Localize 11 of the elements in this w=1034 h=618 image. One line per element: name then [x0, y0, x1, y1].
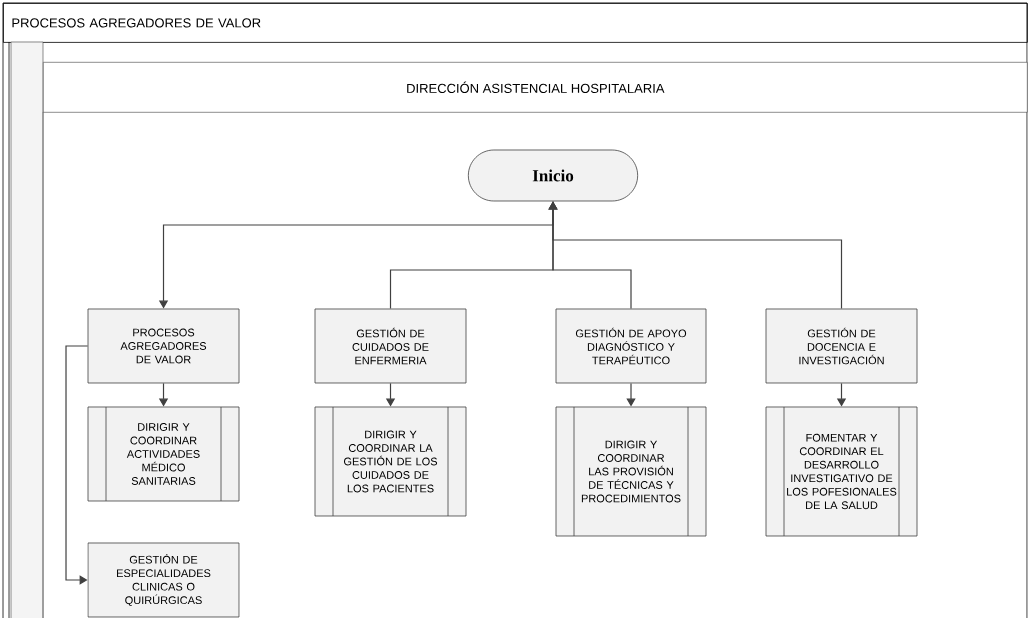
subprocess-box: FOMENTAR Y COORDINAR EL DESARROLLO INVESTIGATIVO DE LOS POFESIONALES DE LA SALUD: [765, 406, 918, 537]
subprocess-box: DIRIGIR Y COORDINAR LAS PROVISIÓN DE TÉCNICAS Y PROCEDIMIENTOS: [555, 406, 707, 537]
start-terminal: Inicio: [467, 149, 639, 202]
process-box: GESTIÓN DE APOYO DIAGNÓSTICO Y TERAPÉUTICO: [555, 308, 707, 384]
process-box: GESTIÓN DE ESPECIALIDADES CLINICAS O QUIRÚRGICAS: [87, 542, 240, 618]
arrow: [65, 345, 89, 585]
subprocess-box: DIRIGIR Y COORDINAR ACTIVIDADES MÉDICO SANITARIAS: [87, 406, 240, 502]
subprocess-box: DIRIGIR Y COORDINAR LA GESTIÓN DE LOS CUIDADOS DE LOS PACIENTES: [314, 406, 467, 517]
process-box: GESTIÓN DE DOCENCIA E INVESTIGACIÓN: [765, 308, 918, 384]
process-box: GESTIÓN DE CUIDADOS DE ENFERMERIA: [314, 308, 467, 384]
process-box: PROCESOS AGREGADORES DE VALOR: [87, 308, 240, 384]
